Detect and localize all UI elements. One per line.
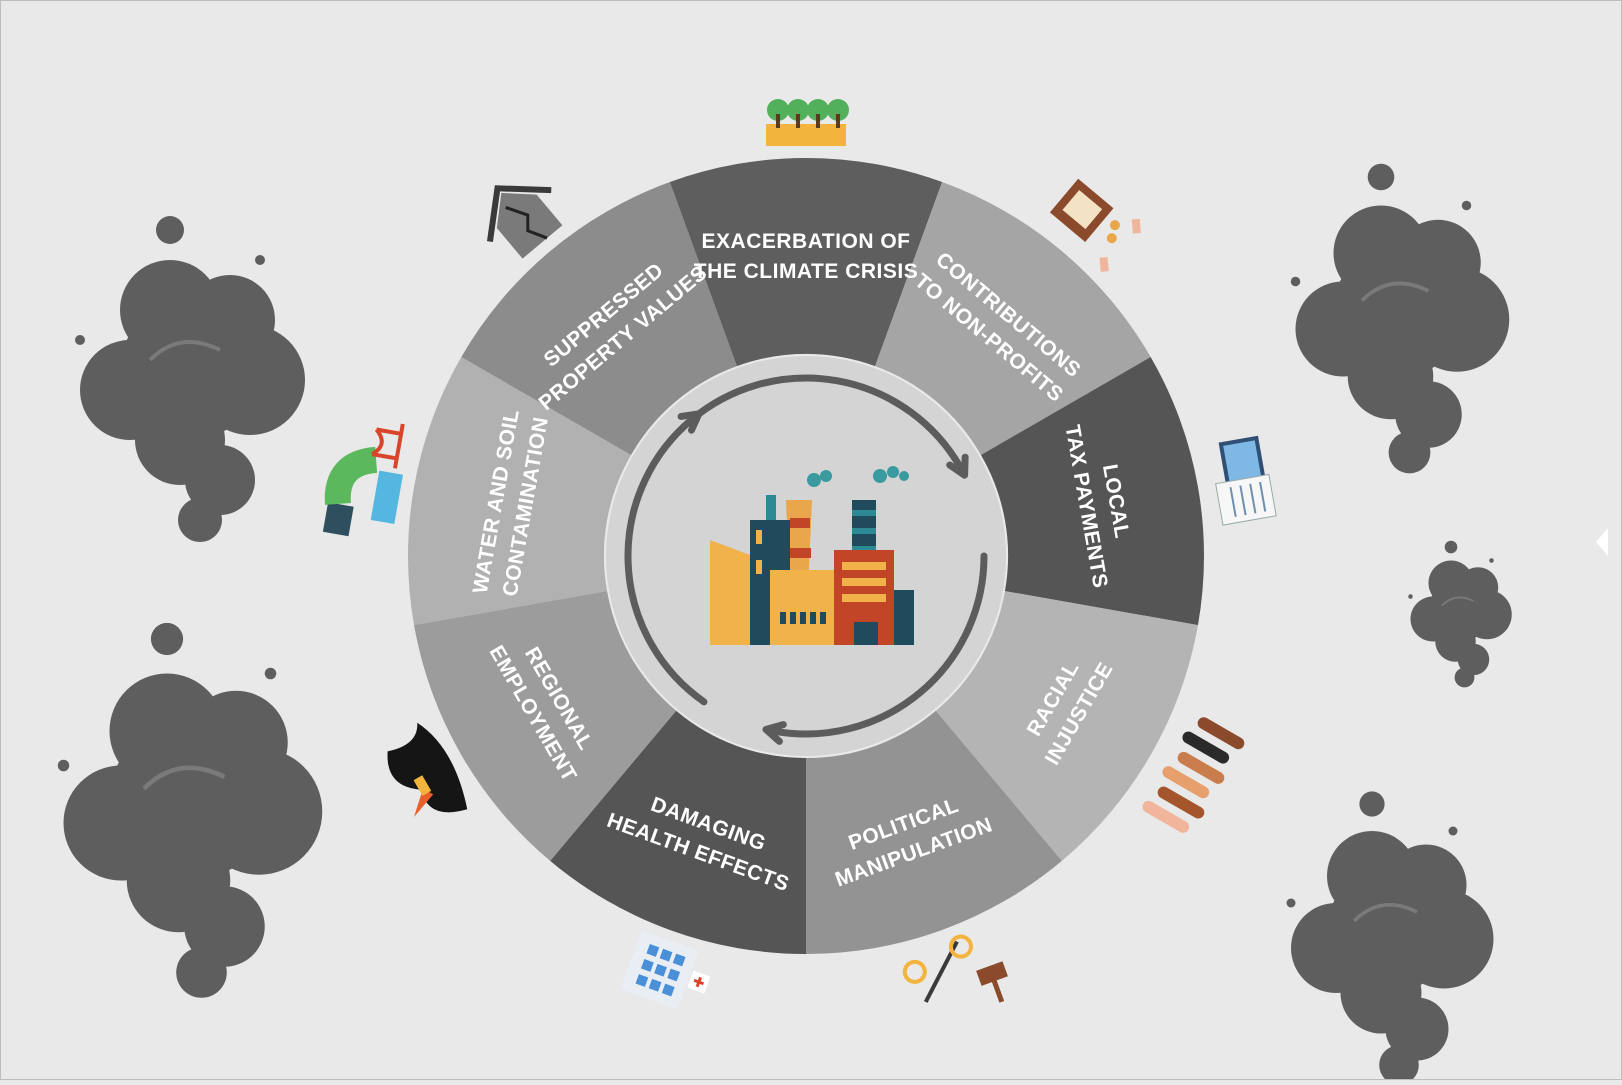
raised-hands-icon [1142, 717, 1245, 833]
segment-property [461, 182, 737, 456]
segment-health [550, 710, 806, 954]
impact-ring [407, 158, 1204, 954]
cycle-arrowhead [762, 721, 787, 745]
segment-nonprofits [875, 182, 1151, 456]
segment-employment [414, 591, 677, 861]
segment-label-line: THE CLIMATE CRISIS [694, 260, 918, 283]
donation-box-icon [1049, 178, 1141, 272]
cycle-arrowhead [946, 453, 969, 479]
segment-climate [669, 158, 943, 367]
smoke-cloud-icon [75, 216, 305, 542]
smoke-cloud-icon [57, 622, 323, 998]
smoke-clouds [57, 163, 1512, 1085]
tax-documents-icon [1215, 435, 1277, 526]
smoke-cloud-icon [1286, 791, 1494, 1085]
smoke-cloud-icon [1408, 540, 1512, 688]
cracked-house-icon [486, 185, 563, 259]
pipe-icon [322, 423, 405, 537]
smoke-cloud-icon [1290, 163, 1510, 474]
label-climate: EXACERBATION OF THE CLIMATE CRISIS [694, 230, 918, 283]
segment-label-line: EXACERBATION OF [702, 230, 911, 253]
segment-water-soil [407, 357, 632, 626]
cycle-arrow [624, 416, 708, 706]
segment-tax [980, 357, 1204, 626]
chevron-left-icon[interactable] [1596, 528, 1608, 556]
burning-trees-icon [766, 99, 849, 146]
cycle-arrow [771, 552, 988, 738]
hospital-icon [620, 930, 711, 1010]
gavel-scale-icon [902, 934, 1008, 1003]
cycle-arrows-icon [624, 374, 988, 745]
factory-icon [710, 466, 914, 645]
segment-icons [322, 99, 1277, 1010]
cycle-arrowhead [677, 410, 703, 434]
cycle-arrow [688, 374, 964, 471]
oil-spill-glove-icon [387, 722, 468, 817]
segment-racial [935, 591, 1198, 861]
segment-political [806, 710, 1062, 954]
